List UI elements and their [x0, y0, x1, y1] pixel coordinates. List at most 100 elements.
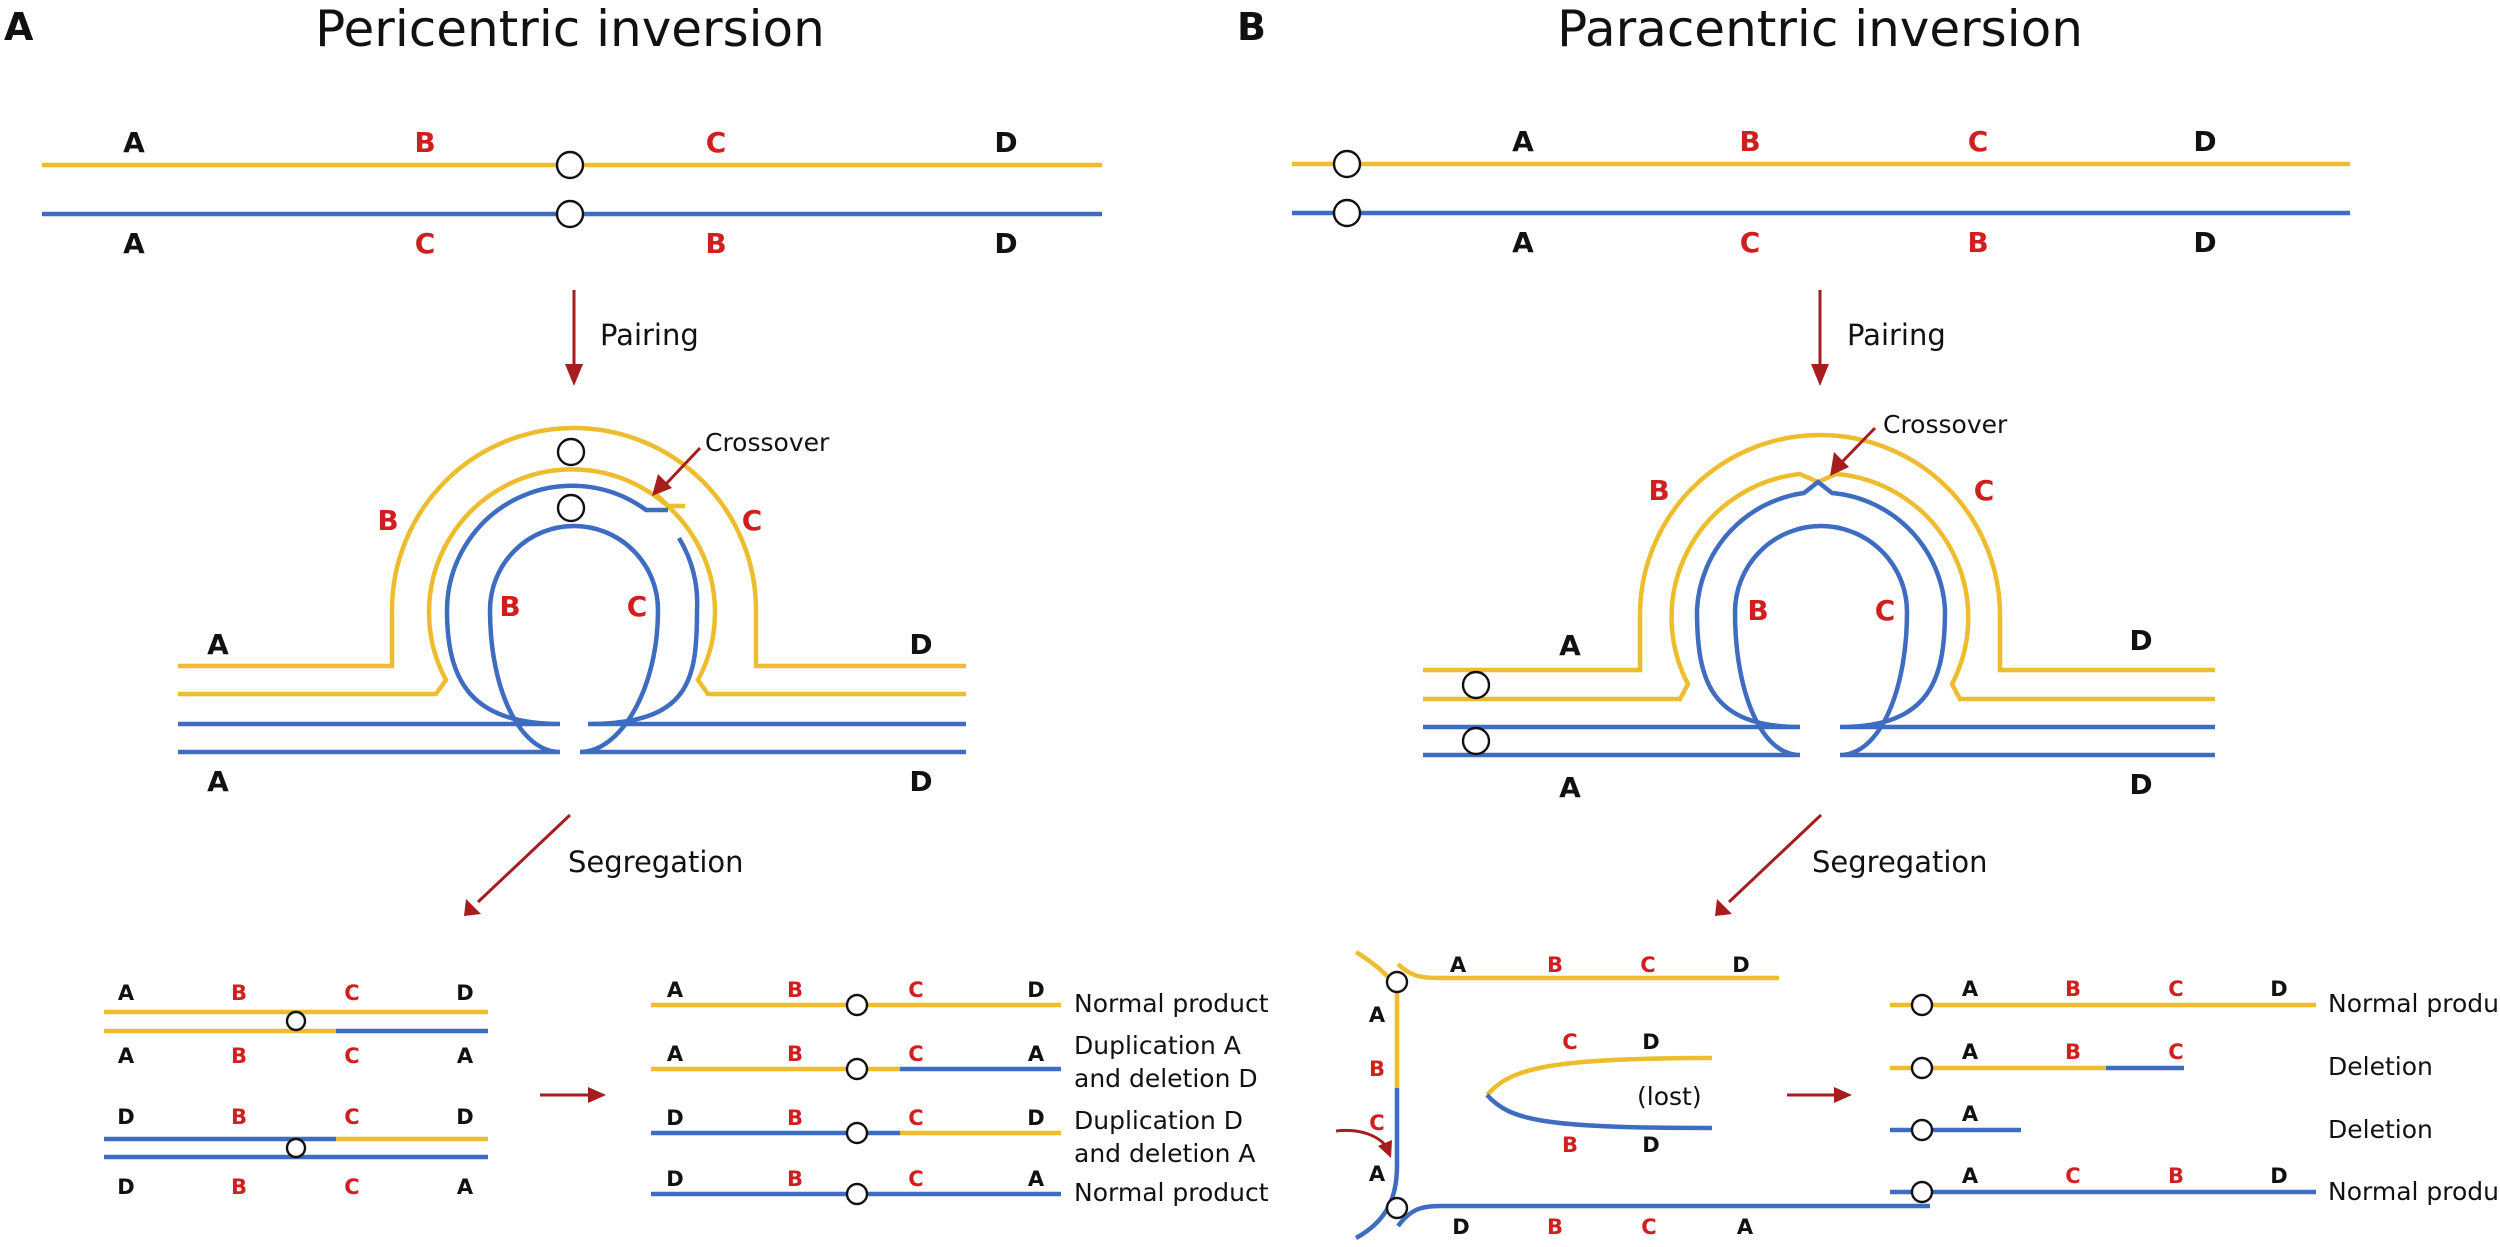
a-products-arrow	[540, 1087, 606, 1103]
a-pairing-label: Pairing	[600, 318, 699, 352]
a-centromere	[845, 1182, 869, 1206]
a-loop-outer-blue	[587, 536, 966, 727]
a-gene-label: A	[667, 978, 684, 1002]
b-gene-label: B	[1648, 474, 1669, 507]
b-initial-chromosomes: A B C D A C B D	[1292, 125, 2350, 259]
a-meiotic-chromatids: A B C D A B C A D B C D D B C A	[104, 981, 488, 1199]
b-centromere	[1910, 993, 1934, 1017]
b-gene-label: A	[1737, 1215, 1754, 1239]
a-centromere	[555, 150, 585, 180]
b-gene-label: C	[1562, 1030, 1577, 1054]
a-gene-label: A	[457, 1044, 474, 1068]
b-centromere	[1332, 149, 1362, 179]
b-loop-inner-yellow	[1423, 471, 2215, 702]
b-segregation-arrow	[1715, 813, 1823, 916]
b-pairing-arrow	[1811, 290, 1829, 386]
panel-b-title: Paracentric inversion	[1557, 0, 2083, 58]
b-bridge-genes: A B C D A B C A D B C A C D B D (lost)	[1369, 953, 1754, 1239]
b-products-arrow	[1787, 1087, 1852, 1103]
a-gene-label: B	[231, 1175, 247, 1199]
b-gene-label: B	[1369, 1057, 1385, 1081]
b-gene-label: B	[1547, 1215, 1563, 1239]
b-centromere	[1461, 726, 1491, 756]
b-gene-label: A	[1962, 1040, 1979, 1064]
b-lost-fragment-label: (lost)	[1637, 1082, 1702, 1111]
a-gene-label: D	[994, 227, 1017, 260]
a-gene-label: C	[908, 1042, 923, 1066]
b-gene-label: D	[2193, 125, 2216, 158]
b-gene-label: D	[2129, 768, 2152, 801]
b-gene-label: C	[1369, 1111, 1384, 1135]
a-initial-chromosomes: A B C D A C B D	[42, 126, 1102, 260]
b-gene-label: A	[1450, 953, 1467, 977]
a-gene-label: D	[1027, 1106, 1044, 1130]
b-gene-label: B	[1967, 226, 1988, 259]
a-gene-label: B	[377, 504, 398, 537]
b-gene-label: D	[1452, 1215, 1469, 1239]
a-gene-label: D	[1027, 978, 1044, 1002]
a-loop-outer-blue	[178, 483, 668, 727]
b-centromere	[1910, 1118, 1934, 1142]
panel-b-label: B	[1237, 5, 1266, 49]
a-result-label: Normal product	[1074, 1178, 1269, 1207]
b-gene-label: D	[1732, 953, 1749, 977]
a-gene-label: D	[117, 1175, 134, 1199]
a-result-label: Duplication A	[1074, 1031, 1241, 1060]
a-result-label: and deletion D	[1074, 1064, 1258, 1093]
b-pairing-label: Pairing	[1847, 318, 1946, 352]
b-result-label: Deletion	[2328, 1115, 2433, 1144]
b-gene-label: A	[1369, 1003, 1386, 1027]
a-centromere	[845, 993, 869, 1017]
a-centromere	[845, 1121, 869, 1145]
b-gene-label: C	[2168, 977, 2183, 1001]
a-centromere	[285, 1010, 307, 1032]
a-gene-label: D	[117, 1105, 134, 1129]
a-gene-label: A	[118, 981, 135, 1005]
a-gene-label: C	[415, 227, 436, 260]
b-gene-label: D	[2129, 624, 2152, 657]
b-result-label: Normal product	[2328, 989, 2500, 1018]
a-gene-label: C	[742, 504, 763, 537]
b-gene-label: B	[1547, 953, 1563, 977]
a-gene-label: D	[909, 628, 932, 661]
a-loop-inner-yellow	[178, 467, 966, 697]
a-gene-label: A	[457, 1175, 474, 1199]
a-gene-label: A	[1028, 1042, 1045, 1066]
a-inversion-loop: A B C D B C A D	[178, 425, 966, 798]
a-crossover-label: Crossover	[705, 428, 830, 457]
a-gene-label: A	[667, 1042, 684, 1066]
b-gene-label: B	[2065, 1040, 2081, 1064]
a-gene-label: D	[909, 765, 932, 798]
b-gene-label: C	[1968, 125, 1989, 158]
b-centromere	[1385, 970, 1409, 994]
b-crossover-arrow	[1830, 426, 1877, 476]
a-gene-label: C	[706, 126, 727, 159]
a-gene-label: C	[344, 1105, 359, 1129]
a-gene-label: B	[231, 1044, 247, 1068]
a-gene-label: B	[787, 1106, 803, 1130]
a-gene-label: C	[627, 590, 648, 623]
b-gene-label: D	[2270, 977, 2287, 1001]
b-gene-label: B	[1739, 125, 1760, 158]
b-gene-label: A	[1962, 1102, 1979, 1126]
b-crossover-label: Crossover	[1883, 410, 2008, 439]
a-gene-label: D	[456, 1105, 473, 1129]
b-loop-outer-blue	[1423, 479, 2215, 730]
b-gene-label: C	[1974, 474, 1995, 507]
b-centromere	[1385, 1196, 1409, 1220]
a-loop-inner-blue	[178, 523, 966, 755]
b-gene-label: B	[1562, 1133, 1578, 1157]
a-gene-label: B	[787, 978, 803, 1002]
panel-a: A Pericentric inversion A B C D A C B D …	[4, 0, 1269, 1207]
a-crossover-arrow	[652, 446, 702, 496]
a-gene-label: D	[456, 981, 473, 1005]
a-gene-label: A	[207, 765, 229, 798]
b-gene-label: A	[1559, 771, 1581, 804]
a-result-label: Duplication D	[1074, 1106, 1243, 1135]
a-gene-label: B	[231, 981, 247, 1005]
b-gene-label: C	[1740, 226, 1761, 259]
b-gene-label: D	[1642, 1133, 1659, 1157]
a-gene-label: A	[123, 126, 145, 159]
